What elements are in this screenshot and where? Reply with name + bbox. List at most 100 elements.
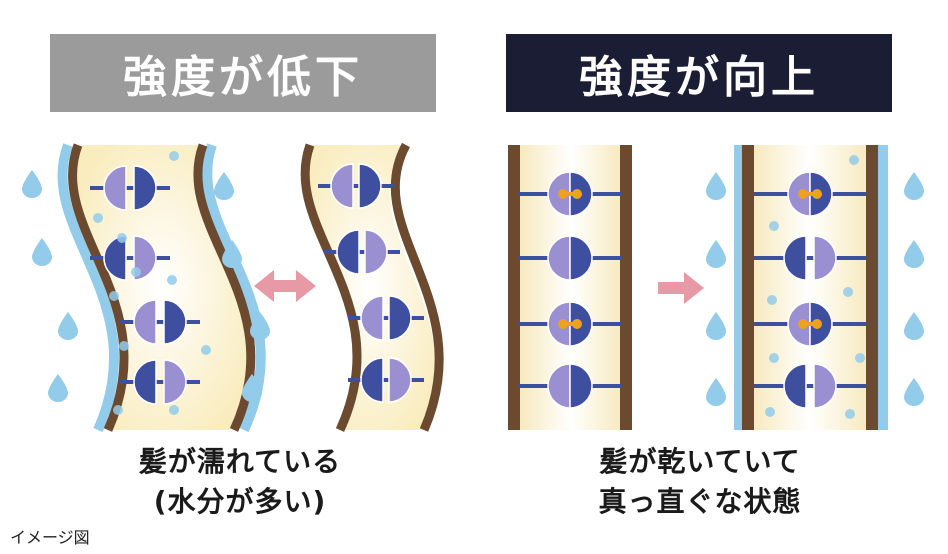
water-drop-icon bbox=[706, 240, 726, 268]
water-particle bbox=[169, 151, 179, 161]
water-drop-icon bbox=[32, 238, 52, 266]
molecule-left-half bbox=[547, 363, 571, 409]
molecule bbox=[518, 363, 622, 409]
molecule bbox=[90, 235, 170, 281]
molecule bbox=[318, 163, 394, 209]
water-drop-icon bbox=[904, 312, 924, 340]
molecule-left-half bbox=[103, 235, 127, 281]
water-particle bbox=[845, 409, 855, 419]
strengthened-title: 強度が向上 bbox=[579, 52, 819, 103]
dry-caption: 髪が乾いていて 真っ直ぐな状態 bbox=[500, 442, 900, 522]
image-note: イメージ図 bbox=[10, 528, 90, 547]
wavy-molecules bbox=[318, 163, 424, 403]
molecule-left-half bbox=[133, 299, 157, 345]
molecule-left-half bbox=[330, 163, 354, 209]
bond-dot bbox=[812, 319, 822, 329]
molecule-right-half bbox=[133, 165, 157, 211]
bond-dot bbox=[558, 189, 568, 199]
water-drop-icon bbox=[904, 378, 924, 406]
molecule-right-half bbox=[813, 363, 837, 409]
molecule-right-half bbox=[358, 163, 382, 209]
bond-dot bbox=[798, 319, 808, 329]
straight-wet-molecules bbox=[754, 171, 866, 409]
water-particle bbox=[201, 345, 211, 355]
water-particle bbox=[117, 233, 127, 243]
molecule bbox=[518, 301, 622, 347]
water-drop-icon bbox=[706, 172, 726, 200]
molecule-right-half bbox=[388, 357, 412, 403]
molecule-left-half bbox=[547, 235, 571, 281]
strengthened-header: 強度が向上 bbox=[506, 34, 892, 112]
water-particle bbox=[109, 291, 119, 301]
bond-link bbox=[564, 322, 576, 326]
water-particle bbox=[119, 341, 129, 351]
bond-dot bbox=[572, 319, 582, 329]
bond-dot bbox=[572, 189, 582, 199]
molecule-right-half bbox=[569, 235, 593, 281]
water-particle bbox=[855, 353, 865, 363]
molecule bbox=[518, 171, 622, 217]
bond-link bbox=[804, 322, 816, 326]
water-drop-icon bbox=[706, 312, 726, 340]
molecule bbox=[324, 229, 400, 275]
right-arrow-icon bbox=[658, 272, 704, 304]
molecule bbox=[754, 171, 866, 217]
molecule bbox=[120, 299, 200, 345]
water-particles-right bbox=[765, 155, 865, 419]
molecule-right-half bbox=[364, 229, 388, 275]
molecule-right-half bbox=[813, 235, 837, 281]
molecule-left-half bbox=[360, 295, 384, 341]
molecule-left-half bbox=[336, 229, 360, 275]
water-drop-icon bbox=[22, 170, 42, 198]
water-particle bbox=[765, 407, 775, 417]
molecule-left-half bbox=[103, 165, 127, 211]
wet-caption: 髪が濡れている (水分が多い) bbox=[50, 442, 430, 522]
molecule bbox=[348, 295, 424, 341]
straight-molecules bbox=[518, 171, 622, 409]
double-arrow-icon bbox=[254, 270, 316, 302]
water-drop-icon bbox=[904, 172, 924, 200]
molecule-right-half bbox=[388, 295, 412, 341]
water-drop-icon bbox=[48, 374, 68, 402]
wet-hair-strand bbox=[57, 143, 266, 433]
water-drop-icon bbox=[904, 240, 924, 268]
water-particle bbox=[167, 275, 177, 285]
molecule bbox=[348, 357, 424, 403]
water-particle bbox=[769, 353, 779, 363]
dry-caption-line2: 真っ直ぐな状態 bbox=[598, 485, 802, 518]
bond-dot bbox=[812, 189, 822, 199]
water-particle bbox=[131, 267, 141, 277]
bond-link bbox=[564, 192, 576, 196]
bond-link bbox=[804, 192, 816, 196]
wet-caption-line2: (水分が多い) bbox=[153, 485, 327, 518]
water-particles bbox=[93, 151, 211, 415]
water-particle bbox=[169, 405, 179, 415]
water-particle bbox=[767, 295, 777, 305]
molecule-left-half bbox=[133, 359, 157, 405]
weakened-title: 強度が低下 bbox=[123, 52, 363, 103]
molecule-right-half bbox=[163, 299, 187, 345]
molecule-left-half bbox=[360, 357, 384, 403]
bond-dot bbox=[798, 189, 808, 199]
wet-caption-line1: 髪が濡れている bbox=[138, 445, 342, 478]
water-drop-icon bbox=[214, 172, 234, 200]
dry-caption-line1: 髪が乾いていて bbox=[599, 445, 801, 478]
water-particle bbox=[849, 155, 859, 165]
water-particle bbox=[769, 221, 779, 231]
water-particle bbox=[113, 405, 123, 415]
molecule bbox=[518, 235, 622, 281]
molecule-left-half bbox=[783, 363, 807, 409]
water-drop-icon bbox=[58, 312, 78, 340]
water-particle bbox=[843, 287, 853, 297]
molecule bbox=[120, 359, 200, 405]
molecule bbox=[754, 235, 866, 281]
molecule-right-half bbox=[163, 359, 187, 405]
molecule-left-half bbox=[783, 235, 807, 281]
molecule bbox=[90, 165, 170, 211]
molecule bbox=[754, 301, 866, 347]
molecule-right-half bbox=[569, 363, 593, 409]
molecule bbox=[754, 363, 866, 409]
water-drop-icon bbox=[706, 378, 726, 406]
bond-dot bbox=[558, 319, 568, 329]
